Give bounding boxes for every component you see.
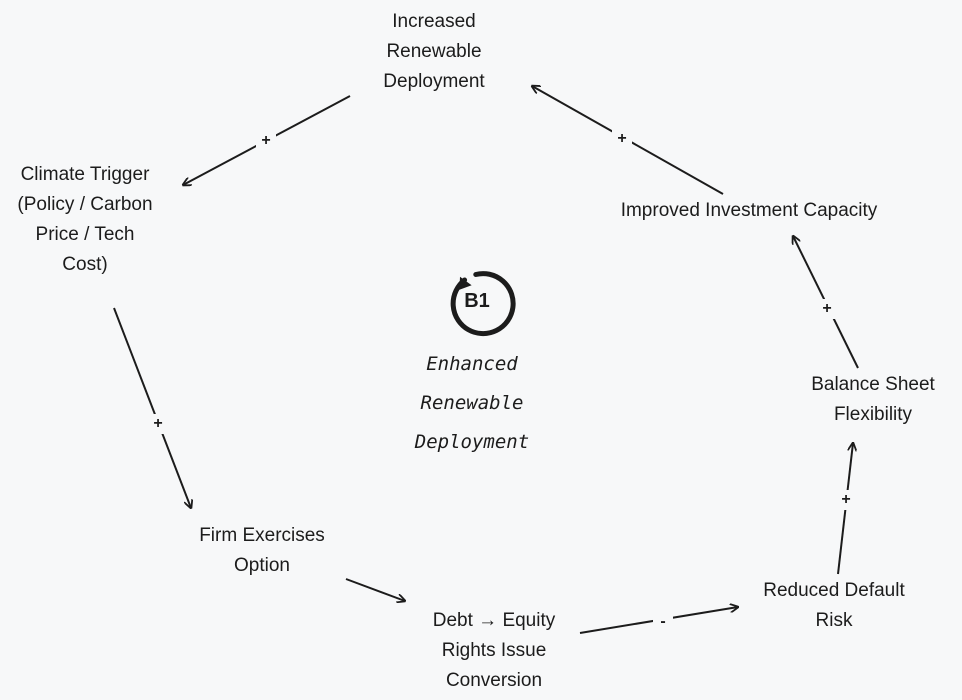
node-line: Firm Exercises [199, 525, 325, 546]
node-line: Climate Trigger [20, 164, 150, 185]
node-improved-investment-capacity: Improved Investment Capacity [579, 196, 919, 226]
node-line: Rights Issue [441, 640, 547, 661]
node-balance-sheet-flexibility: Balance Sheet Flexibility [783, 370, 962, 430]
link-climate-to-option [113, 307, 191, 508]
node-line: Price / Tech [35, 224, 135, 245]
loop-id-label: B1 [464, 290, 490, 312]
node-increased-renewable-deployment: Increased Renewable Deployment [339, 7, 529, 97]
node-reduced-default-risk: Reduced Default Risk [734, 576, 934, 636]
loop-title-line: Renewable [420, 392, 524, 414]
node-line: Risk [815, 610, 853, 631]
node-line: Debt → Equity [432, 610, 556, 631]
loop-title-line: Deployment [414, 431, 530, 453]
node-line: Cost) [62, 254, 108, 275]
node-line: Flexibility [833, 404, 913, 425]
node-line: (Policy / Carbon [17, 194, 153, 215]
node-line: Reduced Default [763, 580, 905, 601]
polarity-default-to-balance: + [836, 490, 856, 510]
node-climate-trigger: Climate Trigger (Policy / Carbon Price /… [0, 160, 170, 280]
node-debt-equity-conversion: Debt → Equity Rights Issue Conversion [404, 606, 584, 696]
loop-title-line: Enhanced [426, 353, 518, 375]
node-line: Balance Sheet [811, 374, 935, 395]
polarity-climate-to-option: + [148, 414, 168, 434]
node-line: Deployment [383, 71, 485, 92]
node-line: Conversion [445, 670, 543, 691]
node-line: Increased [392, 11, 476, 32]
polarity-investment-to-renewable: + [612, 129, 632, 149]
loop-title: Enhanced Renewable Deployment [392, 345, 552, 462]
balancing-loop-icon [450, 271, 516, 337]
polarity-balance-to-investment: + [817, 299, 837, 319]
node-firm-exercises-option: Firm Exercises Option [172, 521, 352, 581]
link-option-to-conversion [345, 578, 405, 601]
polarity-renewable-to-climate: + [256, 131, 276, 151]
polarity-conversion-to-default: - [653, 612, 673, 632]
node-line: Improved Investment Capacity [620, 200, 878, 221]
node-line: Renewable [386, 41, 482, 62]
node-line: Option [234, 555, 290, 576]
